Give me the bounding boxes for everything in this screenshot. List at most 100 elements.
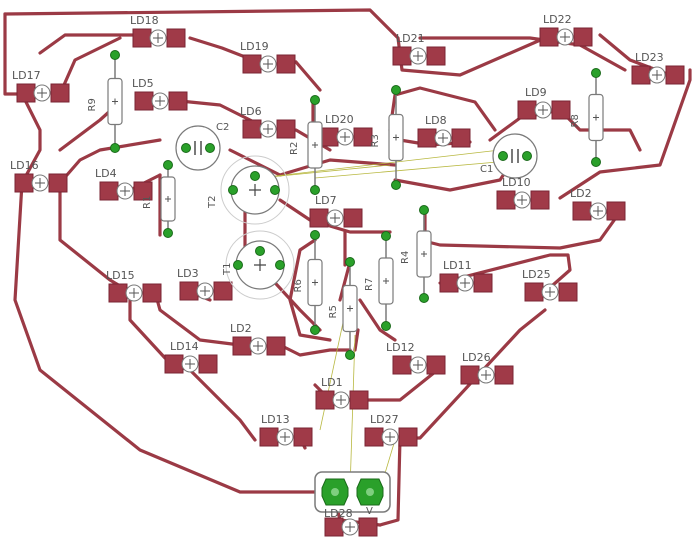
led-center-mark — [200, 286, 210, 296]
led-label: LD1 — [321, 376, 343, 389]
led-ld9-10 — [517, 100, 571, 120]
led-center-mark — [129, 288, 139, 298]
led-ld2-15 — [572, 201, 626, 221]
via-pad — [205, 143, 215, 153]
via-pad — [163, 160, 173, 170]
led-pad-anode — [315, 390, 335, 410]
via-pad — [163, 228, 173, 238]
led-pad-cathode — [349, 390, 369, 410]
transistor-keepout — [220, 155, 290, 225]
resistor-mark — [112, 98, 118, 105]
led-pad-anode — [164, 354, 184, 374]
via-pad — [391, 180, 401, 190]
led-pad-anode — [99, 181, 119, 201]
resistor-mark — [593, 114, 599, 121]
led-pad-anode — [134, 91, 154, 111]
via-pad — [522, 151, 532, 161]
resistor-label: R9 — [87, 98, 98, 111]
connector-hole — [366, 488, 374, 496]
led-label: LD11 — [443, 259, 472, 272]
led-label: LD25 — [522, 268, 551, 281]
led-center-mark — [35, 178, 45, 188]
led-pad-cathode — [426, 46, 446, 66]
led-ld16-11 — [14, 173, 68, 193]
led-pad-cathode — [494, 365, 514, 385]
led-ld3-17 — [179, 281, 233, 301]
led-label: LD28 — [324, 507, 353, 520]
resistor-label: R7 — [364, 278, 375, 291]
led-pad-cathode — [398, 427, 418, 447]
via-pad — [419, 293, 429, 303]
led-center-mark — [413, 51, 423, 61]
led-center-mark — [460, 278, 470, 288]
via-pad — [591, 68, 601, 78]
via-pad — [310, 230, 320, 240]
via-pad — [310, 185, 320, 195]
via-pad — [381, 231, 391, 241]
led-pad-cathode — [133, 181, 153, 201]
led-center-mark — [340, 132, 350, 142]
led-ld8-9 — [417, 128, 471, 148]
led-label: LD22 — [543, 13, 572, 26]
led-ld27-26 — [364, 427, 418, 447]
led-pad-cathode — [558, 282, 578, 302]
components — [14, 27, 685, 537]
led-pad-anode — [631, 65, 651, 85]
led-pad-anode — [14, 173, 34, 193]
connector-hole — [331, 488, 339, 496]
led-pad-cathode — [551, 100, 571, 120]
led-center-mark — [413, 360, 423, 370]
led-ld28-27 — [324, 517, 378, 537]
led-center-mark — [593, 206, 603, 216]
led-center-mark — [263, 124, 273, 134]
resistor-label: R3 — [370, 134, 381, 147]
resistor-r7 — [378, 231, 394, 331]
led-pad-anode — [324, 517, 344, 537]
led-center-mark — [253, 341, 263, 351]
power-connector — [314, 471, 391, 513]
led-pad-anode — [496, 190, 516, 210]
led-label: LD23 — [635, 51, 664, 64]
led-pad-anode — [179, 281, 199, 301]
led-center-mark — [280, 432, 290, 442]
resistor-label: R6 — [293, 279, 304, 292]
led-ld4-12 — [99, 181, 153, 201]
led-pad-anode — [16, 83, 36, 103]
resistor-mark — [312, 279, 318, 286]
led-pad-cathode — [213, 281, 233, 301]
led-label: LD2 — [570, 187, 592, 200]
via-pad — [591, 157, 601, 167]
led-label: LD20 — [325, 113, 354, 126]
via-pad — [110, 50, 120, 60]
led-pad-anode — [539, 27, 559, 47]
resistor-r9 — [107, 50, 123, 153]
led-center-mark — [155, 96, 165, 106]
led-pad-anode — [259, 427, 279, 447]
led-center-mark — [517, 195, 527, 205]
resistor-label: R2 — [289, 142, 300, 155]
led-pad-cathode — [451, 128, 471, 148]
led-center-mark — [481, 370, 491, 380]
led-label: LD9 — [525, 86, 547, 99]
resistor-r6 — [307, 230, 323, 335]
resistor-mark — [312, 142, 318, 148]
led-pad-cathode — [168, 91, 188, 111]
led-center-mark — [336, 395, 346, 405]
capacitor-label: C2 — [216, 122, 229, 133]
led-pad-cathode — [266, 336, 286, 356]
via-pad — [228, 185, 238, 195]
resistor-r4 — [416, 205, 432, 303]
via-pad — [345, 257, 355, 267]
led-pad-anode — [460, 365, 480, 385]
led-pad-anode — [132, 28, 152, 48]
led-pad-cathode — [142, 283, 162, 303]
led-pad-anode — [108, 283, 128, 303]
led-pad-anode — [242, 119, 262, 139]
led-center-mark — [330, 213, 340, 223]
led-ld2-20 — [232, 336, 286, 356]
via-pad — [233, 260, 243, 270]
led-pad-anode — [417, 128, 437, 148]
led-ld18-0 — [132, 28, 186, 48]
resistor-label: R4 — [400, 251, 411, 264]
